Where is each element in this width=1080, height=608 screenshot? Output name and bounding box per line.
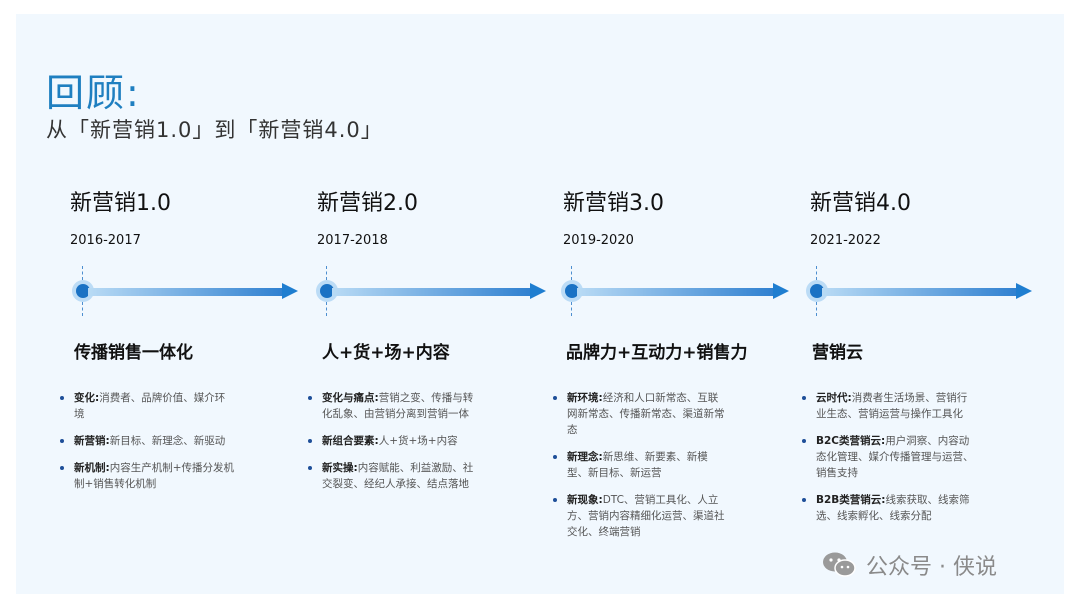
stage-name: 新营销4.0 — [810, 191, 911, 216]
stage-2-header: 新营销2.0 2017-2018 — [317, 185, 557, 248]
bullet-item: 新营销:新目标、新理念、新驱动 — [60, 433, 235, 449]
stage-theme: 品牌力+互动力+销售力 — [566, 343, 748, 363]
timeline-dot — [565, 284, 579, 298]
dash-line — [571, 302, 572, 316]
timeline-dot — [76, 284, 90, 298]
stage-4-bullets: 云时代:消费者生活场景、营销行业生态、营销运营与操作工具化 B2C类营销云:用户… — [802, 390, 977, 535]
dash-line — [816, 266, 817, 280]
watermark: 公众号 · 侠说 — [822, 550, 997, 580]
bullet-item: 新现象:DTC、营销工具化、人立方、营销内容精细化运营、渠道社交化、终端营销 — [553, 492, 728, 540]
bullet-item: 新组合要素:人+货+场+内容 — [308, 433, 483, 449]
stage-years: 2016-2017 — [70, 233, 141, 248]
page-subtitle: 从「新营销1.0」到「新营销4.0」 — [46, 118, 383, 142]
arrow-head-icon — [1016, 283, 1032, 299]
watermark-text: 公众号 · 侠说 — [866, 555, 997, 580]
bullet-item: 新理念:新思维、新要素、新模型、新目标、新运营 — [553, 449, 728, 481]
timeline-arrow-2 — [316, 266, 550, 318]
stage-name: 新营销1.0 — [70, 191, 171, 216]
timeline-dot — [810, 284, 824, 298]
stage-1-bullets: 变化:消费者、品牌价值、媒介环境 新营销:新目标、新理念、新驱动 新机制:内容生… — [60, 390, 235, 503]
stage-name: 新营销2.0 — [317, 191, 418, 216]
dash-line — [816, 302, 817, 316]
bullet-item: 变化与痛点:营销之变、传播与转化乱象、由营销分离到营销一体 — [308, 390, 483, 422]
slide-background — [16, 14, 1064, 594]
stage-years: 2017-2018 — [317, 233, 388, 248]
wechat-icon — [822, 551, 856, 579]
dash-line — [326, 302, 327, 316]
bullet-item: B2B类营销云:线索获取、线索筛选、线索孵化、线索分配 — [802, 492, 977, 524]
arrow-head-icon — [773, 283, 789, 299]
stage-2-bullets: 变化与痛点:营销之变、传播与转化乱象、由营销分离到营销一体 新组合要素:人+货+… — [308, 390, 483, 503]
stage-name: 新营销3.0 — [563, 191, 664, 216]
stage-theme: 传播销售一体化 — [74, 343, 193, 363]
timeline-dot — [320, 284, 334, 298]
bullet-item: 新实操:内容赋能、利益激励、社交裂变、经纪人承接、结点落地 — [308, 460, 483, 492]
arrow-head-icon — [530, 283, 546, 299]
page-title: 回顾: — [46, 71, 141, 115]
bullet-item: 云时代:消费者生活场景、营销行业生态、营销运营与操作工具化 — [802, 390, 977, 422]
stage-4-header: 新营销4.0 2021-2022 — [810, 185, 1050, 248]
bullet-item: B2C类营销云:用户洞察、内容动态化管理、媒介传播管理与运营、销售支持 — [802, 433, 977, 481]
bullet-item: 新环境:经济和人口新常态、互联网新常态、传播新常态、渠道新常态 — [553, 390, 728, 438]
arrow-bar — [577, 288, 775, 296]
stage-years: 2021-2022 — [810, 233, 881, 248]
timeline-arrow-4 — [806, 266, 1036, 318]
stage-theme: 营销云 — [812, 343, 863, 363]
bullet-item: 新机制:内容生产机制+传播分发机制+销售转化机制 — [60, 460, 235, 492]
arrow-bar — [332, 288, 532, 296]
dash-line — [326, 266, 327, 280]
timeline-arrow-1 — [72, 266, 302, 318]
arrow-head-icon — [282, 283, 298, 299]
stage-3-header: 新营销3.0 2019-2020 — [563, 185, 803, 248]
stage-3-bullets: 新环境:经济和人口新常态、互联网新常态、传播新常态、渠道新常态 新理念:新思维、… — [553, 390, 728, 551]
timeline-arrow-3 — [561, 266, 793, 318]
arrow-bar — [88, 288, 284, 296]
stage-theme: 人+货+场+内容 — [322, 343, 450, 363]
bullet-item: 变化:消费者、品牌价值、媒介环境 — [60, 390, 235, 422]
stage-years: 2019-2020 — [563, 233, 634, 248]
arrow-bar — [822, 288, 1018, 296]
dash-line — [571, 266, 572, 280]
dash-line — [82, 302, 83, 316]
stage-1-header: 新营销1.0 2016-2017 — [70, 185, 310, 248]
dash-line — [82, 266, 83, 280]
